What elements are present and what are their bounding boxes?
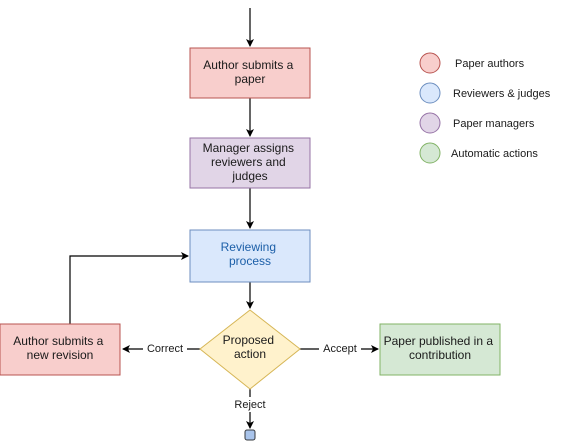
node-paper-published: Paper published in a contribution [379,323,501,376]
node-label: Paper published in a contribution [384,334,497,362]
legend-swatch [419,52,441,74]
node-label: Reviewing process [221,240,280,268]
node-label: Author submits a paper [203,58,296,86]
correct-label: Correct [147,343,183,355]
legend-label: Automatic actions [451,148,538,160]
node-box [189,229,311,283]
node-manager-assigns: Manager assigns reviewers and judges [189,137,311,189]
legend-swatch [419,82,441,104]
edge-labels: Correct Accept Reject [143,341,361,412]
legend-label: Paper authors [455,58,525,70]
node-box [379,323,501,376]
legend-item-paper-authors: Paper authors [419,52,525,74]
end-terminal [244,429,256,441]
node-box [189,137,311,189]
node-proposed-action: Proposed action [199,309,301,390]
legend-swatch [419,112,441,134]
node-label: Proposed action [223,333,278,361]
legend: Paper authors Reviewers & judges Paper m… [419,52,551,164]
legend-item-reviewers-judges: Reviewers & judges [419,82,551,104]
edge-revision-to-review [69,252,189,324]
legend-label: Reviewers & judges [453,88,551,100]
node-author-submits: Author submits a paper [189,47,311,99]
reject-label: Reject [234,399,265,411]
legend-label: Paper managers [453,118,535,130]
node-box [0,323,121,376]
node-author-revision: Author submits a new revision [0,323,121,376]
legend-item-paper-managers: Paper managers [419,112,535,134]
legend-item-automatic-actions: Automatic actions [419,142,538,164]
node-label: Manager assigns reviewers and judges [203,141,298,183]
node-box [189,47,311,99]
accept-label: Accept [323,343,357,355]
legend-swatch [419,142,441,164]
node-label: Author submits a new revision [13,334,106,362]
decision-diamond [199,309,301,390]
node-reviewing-process: Reviewing process [189,229,311,283]
